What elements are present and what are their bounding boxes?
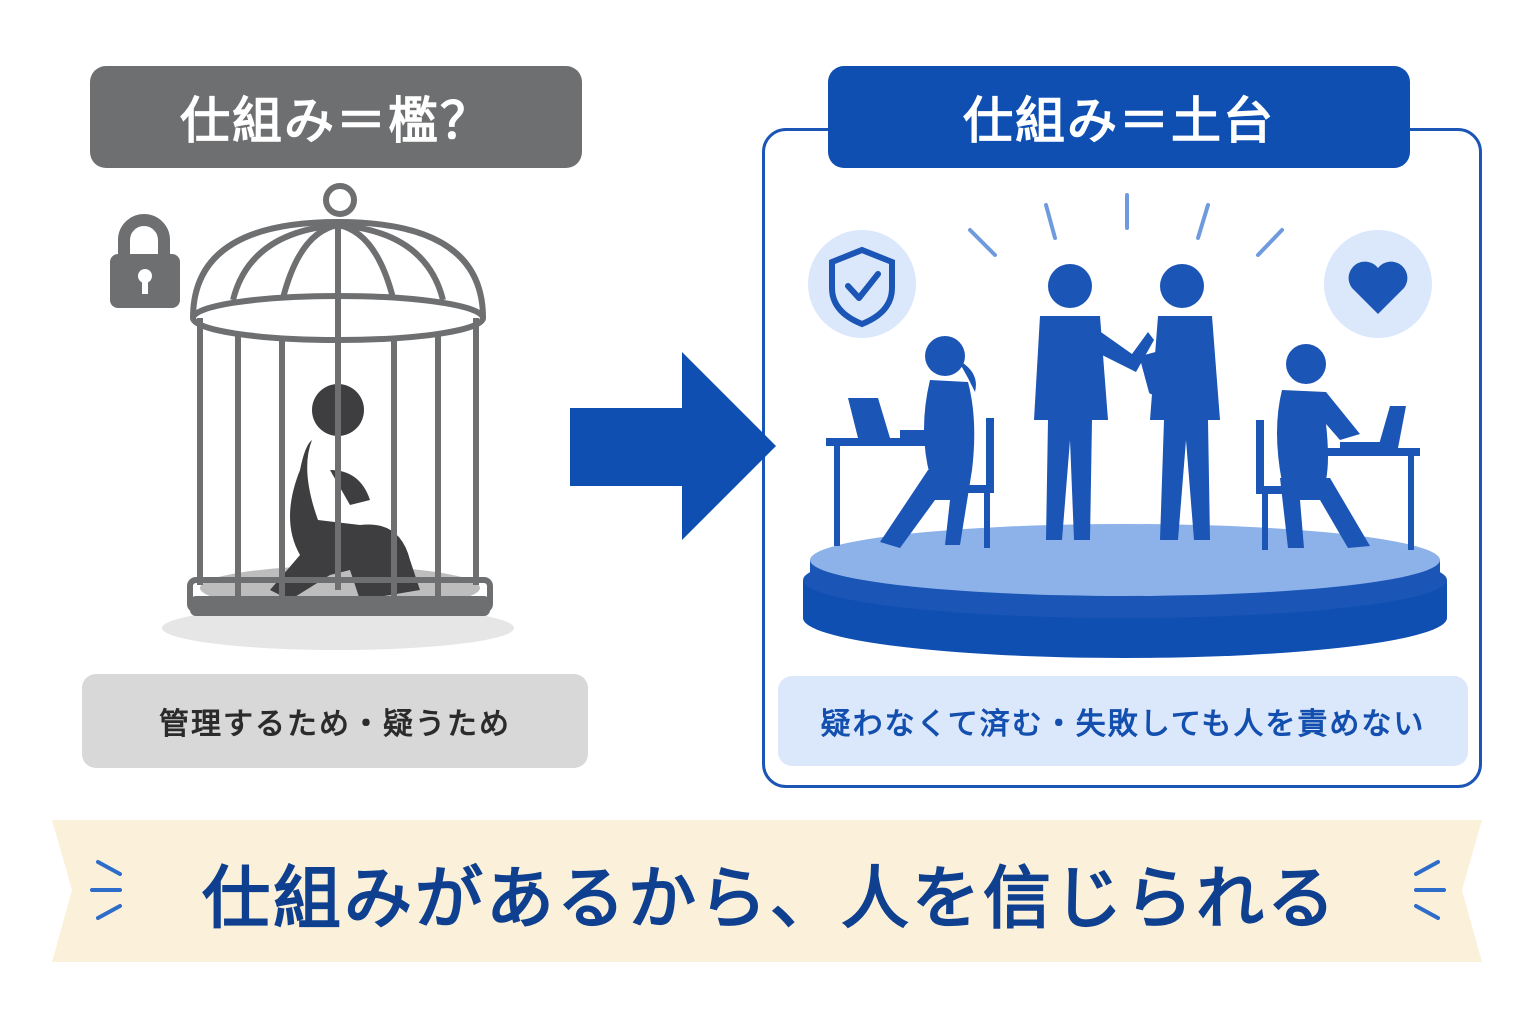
birdcage-icon [162, 183, 514, 650]
padlock-icon [110, 214, 180, 308]
arrow-right-icon [570, 352, 776, 540]
right-sparkle-icon [1414, 860, 1446, 920]
left-sparkle-icon [90, 860, 122, 920]
highlight-rays-icon [968, 193, 1284, 257]
left-title: 仕組み＝檻？ [90, 66, 582, 168]
sitting-person-icon [270, 384, 420, 600]
heart-icon [1324, 230, 1432, 338]
shield-check-icon [808, 230, 916, 338]
banner-message: 仕組みがあるから、人を信じられる [201, 859, 1338, 939]
right-title: 仕組み＝土台 [828, 66, 1410, 168]
team-on-platform-icon [803, 264, 1447, 658]
left-caption: 管理するため・疑うため [82, 674, 588, 768]
right-caption: 疑わなくて済む・失敗しても人を責めない [778, 676, 1468, 766]
